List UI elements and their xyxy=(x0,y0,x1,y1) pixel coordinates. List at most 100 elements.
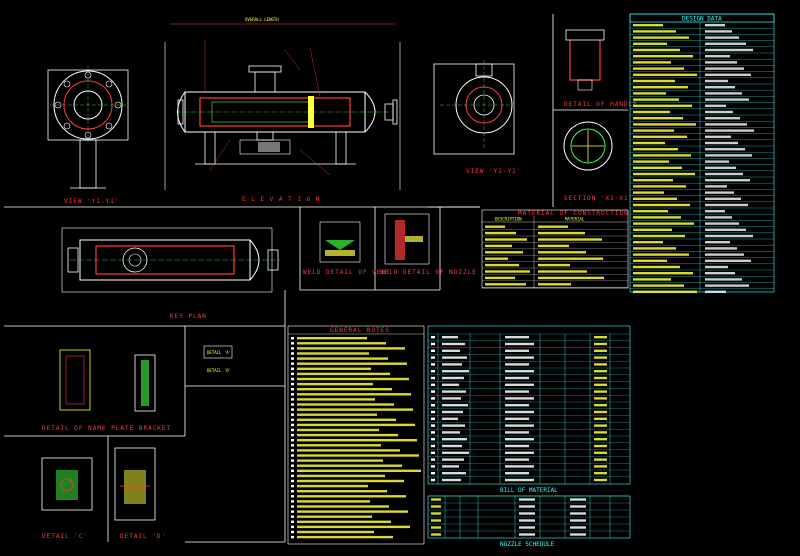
view-y2-label: VIEW 'Y2-Y2' xyxy=(466,168,521,175)
design-row-value xyxy=(705,48,753,52)
bom-material xyxy=(505,363,529,366)
design-row-text xyxy=(633,172,695,176)
bom-qty xyxy=(594,342,607,346)
note-number xyxy=(291,459,294,462)
note-line xyxy=(297,423,415,427)
bom-item-no xyxy=(431,383,435,386)
nozzle-size xyxy=(519,512,535,515)
bom-material xyxy=(505,472,529,475)
note-number xyxy=(291,474,294,478)
note-line xyxy=(297,393,411,396)
nozzle-rating xyxy=(570,505,586,508)
bom-item-no xyxy=(431,451,435,454)
note-line xyxy=(297,362,407,365)
design-row-text xyxy=(633,48,680,52)
note-line xyxy=(297,352,369,355)
design-row-text xyxy=(633,197,677,200)
bom-material xyxy=(505,417,529,420)
design-row-value xyxy=(705,253,744,256)
note-number xyxy=(291,444,294,447)
design-row-value xyxy=(705,36,739,39)
bom-description xyxy=(442,417,458,420)
design-row-value xyxy=(705,210,725,213)
bom-qty xyxy=(594,444,607,448)
note-line xyxy=(297,454,419,457)
note-number xyxy=(291,347,294,350)
design-row-text xyxy=(633,42,667,45)
design-row-value xyxy=(705,86,735,89)
material-row-desc xyxy=(485,270,530,273)
bom-qty xyxy=(594,383,607,386)
note-line xyxy=(297,510,408,513)
material-row-material xyxy=(538,244,569,248)
bom-description xyxy=(442,472,466,475)
note-line xyxy=(297,520,391,523)
note-number xyxy=(291,377,294,381)
note-number xyxy=(291,367,294,370)
bom-item-no xyxy=(431,376,435,380)
bom-item-no xyxy=(431,410,435,414)
nozzle-rating xyxy=(570,533,586,536)
view-y2-flange: VIEW 'Y2-Y2' xyxy=(433,60,521,175)
design-row-value xyxy=(705,290,726,293)
design-row-value xyxy=(705,216,732,219)
design-row-value xyxy=(705,284,749,287)
note-number xyxy=(291,495,294,498)
bom-description xyxy=(442,451,469,454)
note-line xyxy=(297,367,371,370)
bom-material xyxy=(505,397,534,400)
note-line xyxy=(297,449,400,452)
design-row-value xyxy=(705,98,749,101)
bom-description xyxy=(442,438,467,441)
bom-item-no xyxy=(431,417,435,420)
material-table: MATERIAL OF CONSTRUCTION DESCRIPTION MAT… xyxy=(481,209,629,289)
design-row-text xyxy=(633,86,688,89)
material-row-desc xyxy=(485,231,516,235)
bom-material xyxy=(505,465,534,468)
note-number xyxy=(291,515,294,518)
design-row-text xyxy=(633,234,685,238)
design-row-value xyxy=(705,179,750,182)
bom-material xyxy=(505,383,534,386)
bom-qty xyxy=(594,410,607,414)
note-line xyxy=(297,464,402,467)
design-row-text xyxy=(633,61,671,64)
bom-material xyxy=(505,342,534,346)
section-x1: SECTION 'X1-X1' xyxy=(563,121,633,202)
design-row-text xyxy=(633,253,689,256)
detail-d-label: DETAIL 'D' xyxy=(120,533,166,540)
note-number xyxy=(291,413,294,416)
detail-handle-label: DETAIL OF HANDLE xyxy=(564,101,638,108)
bom-item-no xyxy=(431,390,435,393)
note-number xyxy=(291,393,294,396)
nozzle-size xyxy=(519,526,535,529)
bom-description xyxy=(442,349,460,352)
bom-item-no xyxy=(431,370,435,373)
note-number xyxy=(291,520,294,523)
note-line xyxy=(297,459,383,462)
design-row-value xyxy=(705,123,747,126)
bom-description xyxy=(442,424,465,427)
material-row-material xyxy=(538,270,587,273)
nozzle-schedule-rows xyxy=(428,495,630,536)
design-row-value xyxy=(705,129,754,132)
design-row-value xyxy=(705,67,744,70)
note-line xyxy=(297,428,379,432)
note-line xyxy=(297,388,392,391)
note-number xyxy=(291,398,294,401)
design-row-text xyxy=(633,259,667,262)
note-number xyxy=(291,357,294,360)
bom-qty xyxy=(594,404,607,407)
panel-borders xyxy=(4,14,628,543)
design-row-value xyxy=(705,154,752,157)
note-number xyxy=(291,484,294,488)
name-plate-label: DETAIL OF NAME PLATE BRACKET xyxy=(42,425,171,432)
bom-description xyxy=(442,342,465,346)
design-row-text xyxy=(633,129,674,132)
design-row-value xyxy=(705,55,730,58)
nozzle-size xyxy=(519,505,535,508)
design-row-text xyxy=(633,141,665,145)
section-x1-label: SECTION 'X1-X1' xyxy=(564,195,633,202)
bom-description xyxy=(442,458,464,461)
